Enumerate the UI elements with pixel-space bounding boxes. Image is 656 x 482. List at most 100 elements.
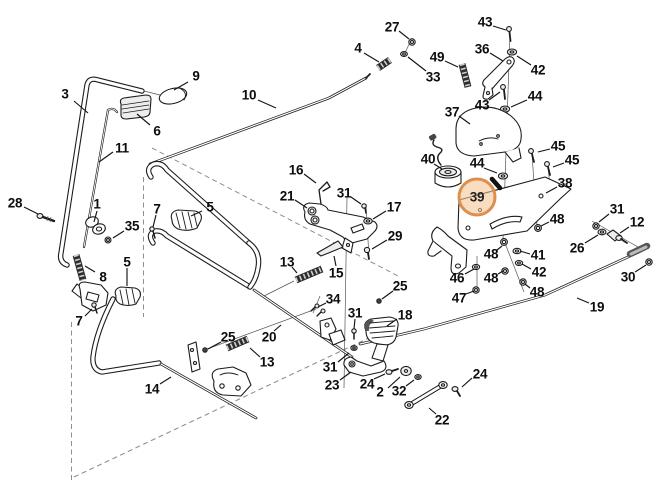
leader-line-45	[552, 162, 565, 168]
part-disc-2	[400, 365, 412, 377]
leader-line-22	[428, 407, 437, 415]
callout-48[interactable]: 48	[529, 284, 545, 300]
part-pad-5b	[114, 286, 141, 307]
leader-line-48	[540, 221, 550, 227]
callout-31[interactable]: 31	[347, 305, 363, 321]
callout-47[interactable]: 47	[451, 290, 467, 306]
callout-20[interactable]: 20	[261, 329, 277, 345]
leader-line-17	[372, 210, 387, 220]
callout-16[interactable]: 16	[288, 162, 304, 178]
callout-13[interactable]: 13	[259, 354, 275, 370]
callout-40[interactable]: 40	[420, 151, 436, 167]
screw-43b	[500, 84, 506, 90]
callout-3[interactable]: 3	[61, 86, 69, 102]
callout-10[interactable]: 10	[241, 87, 257, 103]
callout-42[interactable]: 42	[531, 264, 547, 280]
callout-25[interactable]: 25	[392, 278, 408, 294]
callout-9[interactable]: 9	[192, 68, 200, 84]
callout-7[interactable]: 7	[75, 313, 83, 329]
leader-line-48	[524, 283, 531, 289]
callout-25[interactable]: 25	[220, 329, 236, 345]
callout-11[interactable]: 11	[115, 140, 129, 156]
callout-7[interactable]: 7	[153, 201, 161, 217]
leader-line-28	[23, 206, 39, 215]
part-handle-mount-bracket	[78, 281, 109, 312]
callout-43[interactable]: 43	[477, 14, 493, 30]
callout-31[interactable]: 31	[322, 359, 338, 375]
callout-19[interactable]: 19	[589, 299, 605, 315]
callout-39-highlighted[interactable]: 39	[457, 177, 497, 217]
callout-30[interactable]: 30	[620, 269, 636, 285]
callout-24[interactable]: 24	[472, 366, 488, 382]
callout-2[interactable]: 2	[376, 384, 384, 400]
leader-line-27	[398, 30, 410, 40]
callout-44[interactable]: 44	[527, 88, 543, 104]
callout-41[interactable]: 41	[530, 247, 546, 263]
callout-12[interactable]: 12	[629, 214, 645, 230]
callout-21[interactable]: 21	[279, 188, 295, 204]
callout-15[interactable]: 15	[328, 265, 344, 281]
callout-31[interactable]: 31	[336, 185, 352, 201]
part-screws-7	[91, 226, 156, 314]
callout-8[interactable]: 8	[99, 269, 107, 285]
leader-line-47	[465, 290, 475, 295]
callout-1[interactable]: 1	[93, 196, 101, 212]
callout-38[interactable]: 38	[557, 175, 573, 191]
callout-37[interactable]: 37	[444, 104, 460, 120]
callout-17[interactable]: 17	[386, 199, 402, 215]
callout-43[interactable]: 43	[474, 97, 490, 113]
leader-line-24	[461, 377, 473, 388]
leader-line-25	[207, 341, 222, 350]
part-rod-10	[148, 73, 371, 166]
callout-49[interactable]: 49	[429, 49, 445, 65]
callout-35[interactable]: 35	[124, 218, 140, 234]
callout-48[interactable]: 48	[483, 270, 499, 286]
callout-18[interactable]: 18	[397, 307, 413, 323]
part-pin-24a	[385, 368, 399, 375]
callout-14[interactable]: 14	[144, 381, 160, 397]
leader-line-31	[337, 352, 350, 363]
part-spring-13a	[294, 265, 324, 284]
part-strap-bracket	[187, 341, 252, 397]
part-crank-23	[343, 356, 387, 377]
callout-32[interactable]: 32	[391, 383, 407, 399]
callout-42[interactable]: 42	[530, 62, 546, 78]
callout-34[interactable]: 34	[325, 291, 341, 307]
callout-27[interactable]: 27	[384, 19, 400, 35]
callout-45[interactable]: 45	[550, 138, 566, 154]
part-spring-13b	[225, 335, 250, 352]
callout-48[interactable]: 48	[549, 211, 565, 227]
callout-48[interactable]: 48	[483, 246, 499, 262]
callout-24[interactable]: 24	[359, 376, 375, 392]
callout-31[interactable]: 31	[609, 201, 625, 217]
leader-line-5	[190, 210, 203, 217]
callout-33[interactable]: 33	[425, 69, 441, 85]
callout-13[interactable]: 13	[279, 254, 295, 270]
callout-5[interactable]: 5	[123, 254, 131, 270]
part-nut-27	[408, 38, 416, 46]
dashed-frame-lines	[71, 147, 401, 481]
callout-22[interactable]: 22	[434, 412, 450, 428]
leader-line-43	[488, 91, 501, 101]
callout-6[interactable]: 6	[153, 123, 161, 139]
callout-4[interactable]: 4	[354, 40, 362, 56]
leader-line-42	[516, 55, 532, 66]
callout-28[interactable]: 28	[7, 195, 23, 211]
part-bolt-24b	[451, 386, 461, 397]
callout-45[interactable]: 45	[564, 152, 580, 168]
part-washer-33	[400, 51, 408, 57]
callout-44[interactable]: 44	[469, 155, 485, 171]
leader-line-15	[333, 255, 337, 267]
callout-46[interactable]: 46	[449, 270, 465, 286]
leader-line-41	[519, 250, 531, 255]
callout-23[interactable]: 23	[324, 377, 340, 393]
leader-line-43	[492, 25, 507, 31]
callout-29[interactable]: 29	[387, 228, 403, 244]
callout-5[interactable]: 5	[206, 199, 214, 215]
callout-36[interactable]: 36	[474, 41, 490, 57]
leader-line-23	[339, 371, 352, 381]
fasteners-center	[202, 203, 382, 353]
leader-line-2	[387, 376, 401, 389]
callout-26[interactable]: 26	[569, 240, 585, 256]
